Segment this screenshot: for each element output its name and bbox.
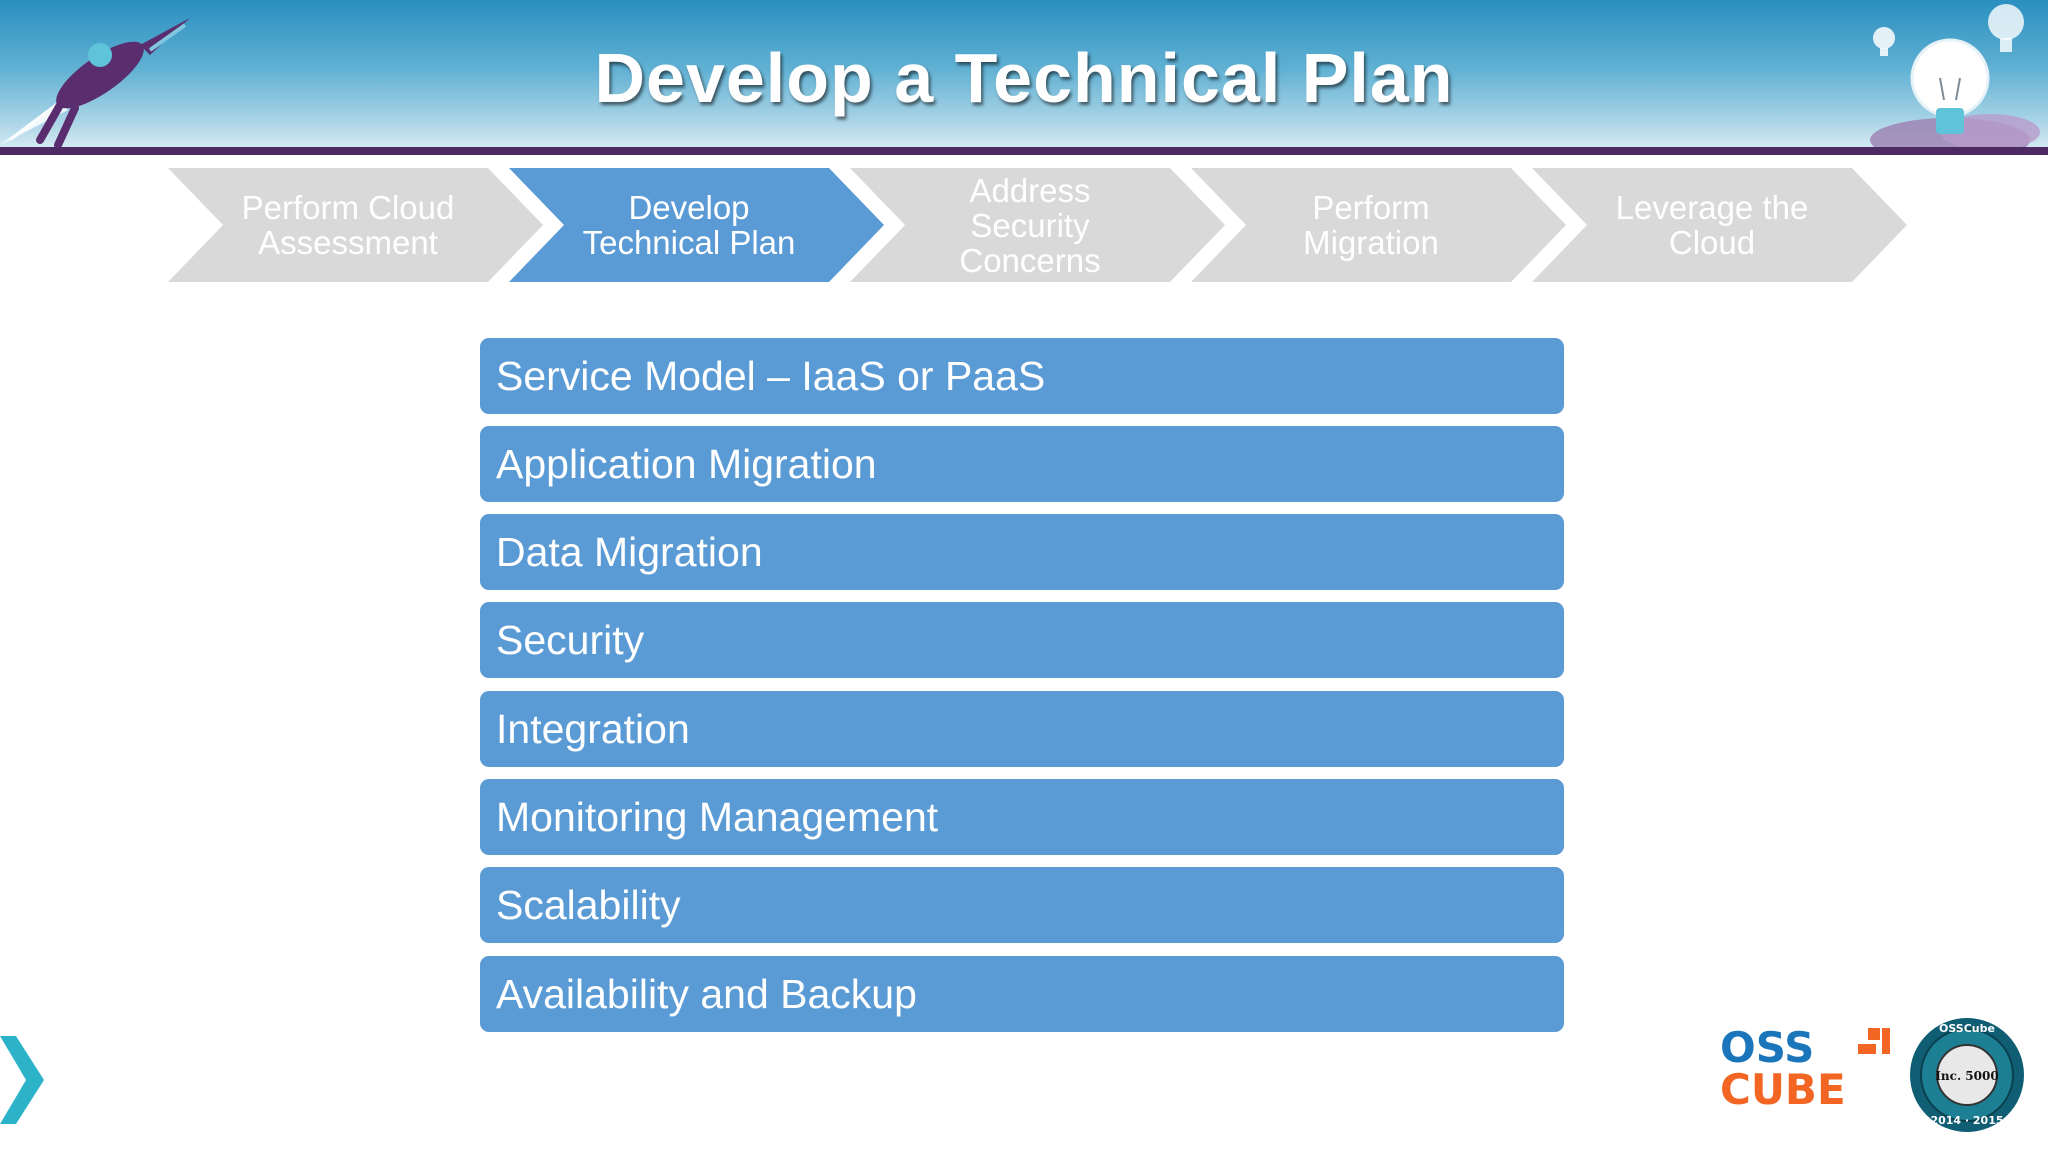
lightbulb-icon: [1870, 4, 2040, 150]
step-label: Perform Migration: [1303, 189, 1439, 261]
inc5000-badge: OSSCube Inc. 5000 2014 · 2015: [1910, 1018, 2024, 1132]
step-label: Address Security Concerns: [959, 171, 1101, 279]
plan-item: Scalability: [480, 867, 1564, 943]
process-step-security-concerns: Address Security Concerns: [850, 168, 1235, 282]
plan-item: Service Model – IaaS or PaaS: [480, 338, 1564, 414]
step-label: Develop Technical Plan: [582, 189, 796, 261]
process-step-migration: Perform Migration: [1191, 168, 1576, 282]
plan-item: Monitoring Management: [480, 779, 1564, 855]
plan-item: Availability and Backup: [480, 956, 1564, 1032]
slide-header: Develop a Technical Plan: [0, 0, 2048, 150]
plan-item: Integration: [480, 691, 1564, 767]
rocket-person-illustration: [0, 18, 190, 149]
osscube-logo: OSS CUBE: [1720, 1023, 1890, 1112]
step-label: Leverage the Cloud: [1615, 189, 1809, 261]
chevron-right-icon: [0, 1036, 44, 1124]
badge-top-text: OSSCube: [1939, 1022, 1995, 1035]
plan-item: Data Migration: [480, 514, 1564, 590]
header-divider: [0, 147, 2048, 155]
process-step-technical-plan: Develop Technical Plan: [509, 168, 894, 282]
process-step-leverage-cloud: Leverage the Cloud: [1532, 168, 1917, 282]
logo-cube-text: CUBE: [1720, 1065, 1846, 1112]
slide-title: Develop a Technical Plan: [594, 39, 1454, 117]
logo-oss-text: OSS: [1720, 1023, 1814, 1072]
badge-years-text: 2014 · 2015: [1930, 1114, 2003, 1127]
badge-center-text: Inc. 5000: [1935, 1069, 1998, 1083]
step-label: Perform Cloud Assessment: [241, 189, 455, 261]
plan-item: Security: [480, 602, 1564, 678]
process-step-cloud-assessment: Perform Cloud Assessment: [168, 168, 553, 282]
process-chevron-row: Perform Cloud Assessment Develop Technic…: [168, 168, 1908, 282]
plan-item: Application Migration: [480, 426, 1564, 502]
